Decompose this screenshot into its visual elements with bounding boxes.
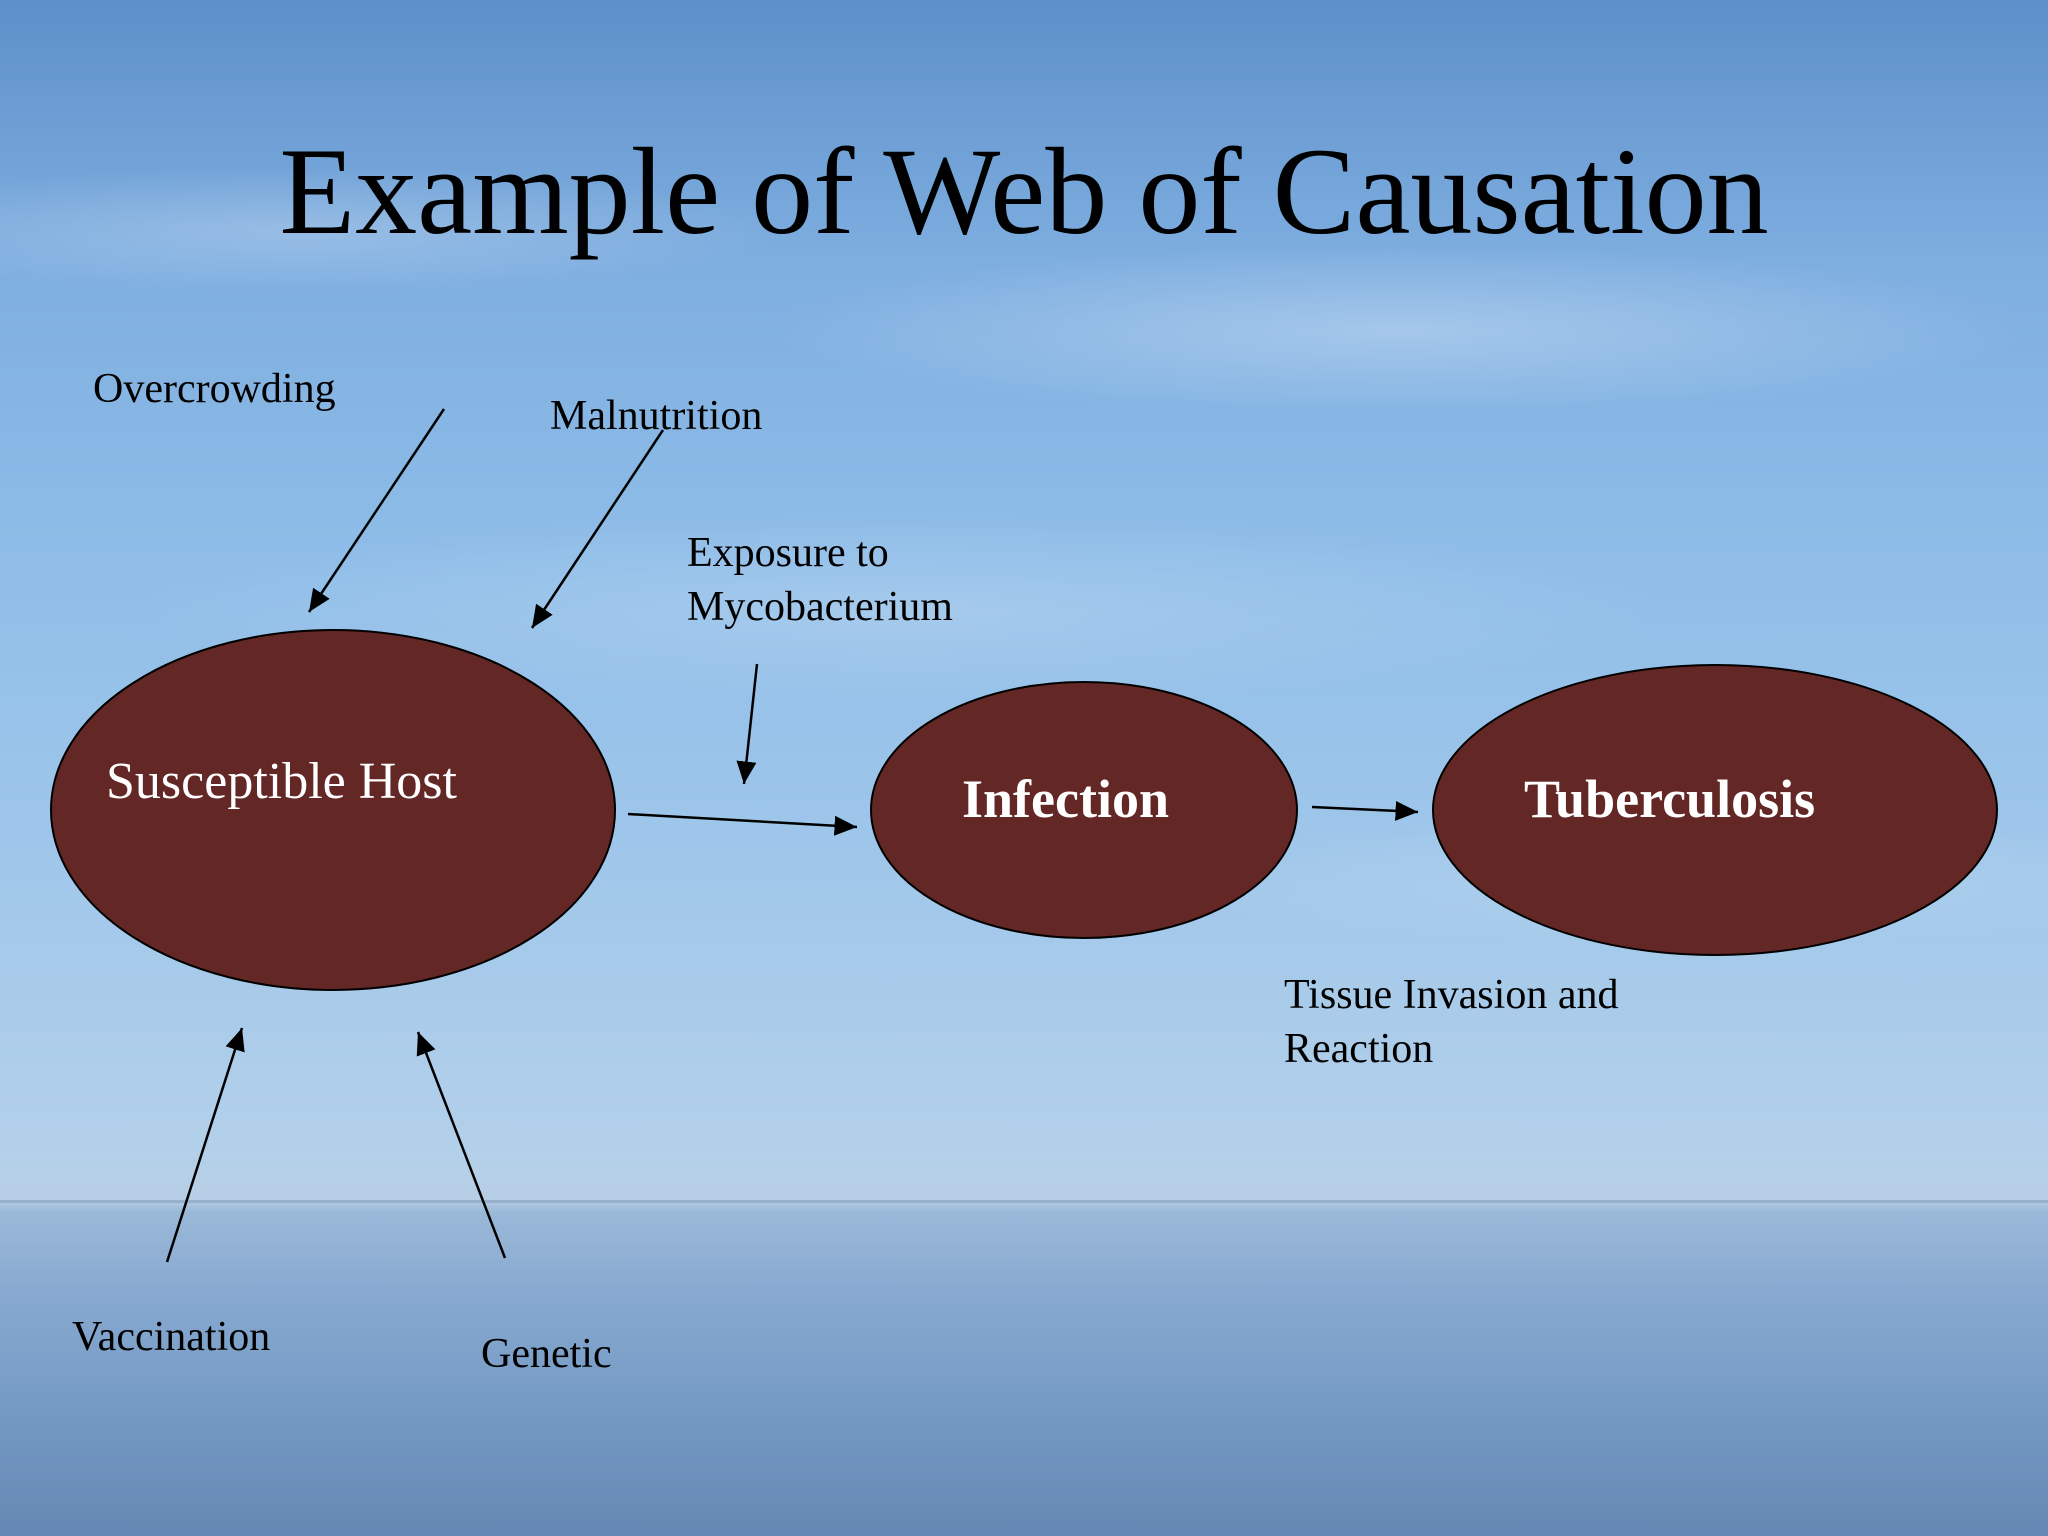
- arrow-exposure-down: [736, 663, 759, 785]
- factor-genetic: Genetic: [481, 1331, 612, 1377]
- node-infection: [870, 681, 1298, 939]
- factor-tissue-line-2: Reaction: [1284, 1026, 1434, 1072]
- arrow-host-to-infection: [627, 812, 858, 836]
- factor-exposure-line-1: Exposure to: [687, 530, 889, 576]
- arrow-genetic-to-host: [416, 1031, 507, 1259]
- node-label-infection: Infection: [962, 769, 1169, 829]
- node-label-susceptible-host: Susceptible Host: [106, 753, 457, 810]
- factor-vaccination: Vaccination: [72, 1314, 271, 1360]
- sea-horizon: [0, 1200, 2048, 1203]
- node-susceptible-host: [50, 629, 616, 991]
- arrow-overcrowding-to-host: [307, 408, 446, 613]
- factor-malnutrition: Malnutrition: [550, 393, 763, 439]
- slide-title: Example of Web of Causation: [279, 123, 1769, 260]
- arrow-vaccination-to-host: [165, 1027, 245, 1263]
- arrow-malnutrition-to-host: [530, 429, 665, 629]
- node-tuberculosis: [1432, 664, 1998, 956]
- arrow-infection-to-tuberculosis: [1311, 800, 1419, 821]
- node-label-tuberculosis: Tuberculosis: [1524, 769, 1816, 829]
- factor-exposure-line-2: Mycobacterium: [687, 584, 953, 630]
- factor-tissue-line-1: Tissue Invasion and: [1284, 972, 1619, 1018]
- factor-overcrowding: Overcrowding: [93, 366, 336, 412]
- factor-exposure: Exposure to Mycobacterium: [687, 526, 953, 634]
- factor-tissue-invasion: Tissue Invasion and Reaction: [1284, 968, 1618, 1076]
